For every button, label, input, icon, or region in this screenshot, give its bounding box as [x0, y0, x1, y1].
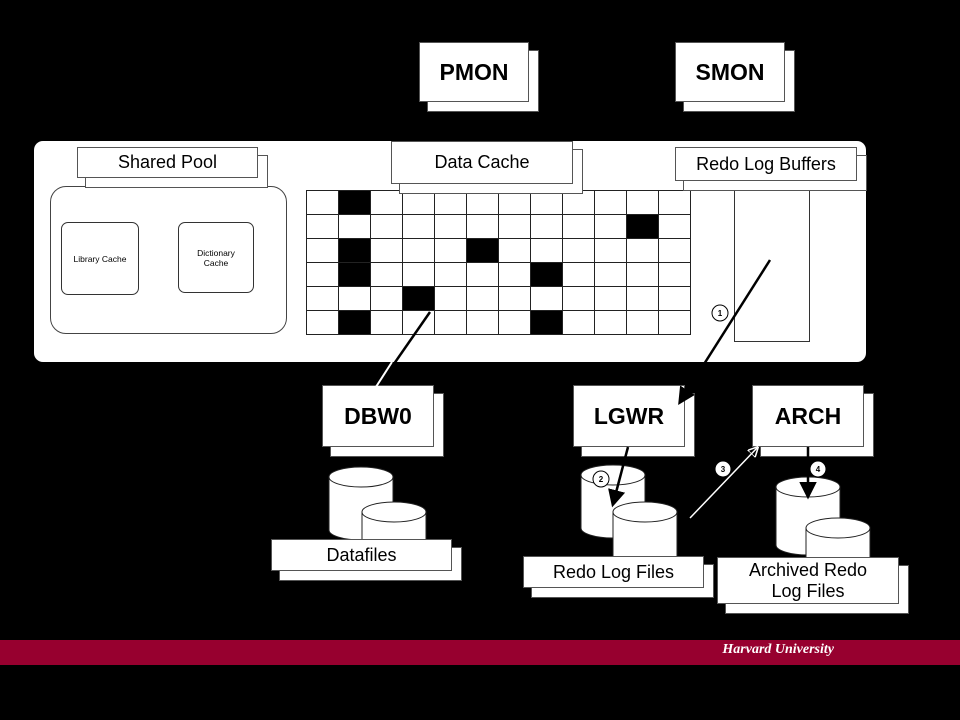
- cache-block: [434, 214, 467, 239]
- smon-box: SMON: [675, 42, 785, 102]
- cache-block: [626, 238, 659, 263]
- dirty-cache-block: [402, 286, 435, 311]
- data-cache-label: Data Cache: [434, 152, 530, 172]
- cache-block: [498, 238, 531, 263]
- redo-log-buffers-label: Redo Log Buffers: [696, 153, 836, 174]
- datafiles-label: Datafiles: [326, 544, 397, 565]
- cache-block: [370, 286, 403, 311]
- step-badge-2: 2: [592, 470, 610, 488]
- cache-block: [626, 262, 659, 287]
- cache-block: [594, 262, 627, 287]
- svg-text:1: 1: [718, 309, 723, 318]
- dictionary-cache: Dictionary Cache: [178, 222, 254, 293]
- cache-block: [306, 262, 339, 287]
- archived-redo-log-files-label: Archived Redo Log Files: [748, 559, 868, 601]
- cache-block: [562, 238, 595, 263]
- cache-block: [434, 310, 467, 335]
- library-cache-label: Library Cache: [73, 253, 127, 264]
- cache-block: [466, 286, 499, 311]
- dirty-cache-block: [338, 190, 371, 215]
- pmon-label: PMON: [439, 58, 509, 85]
- cache-block: [402, 214, 435, 239]
- library-cache: Library Cache: [61, 222, 139, 295]
- cache-block: [434, 190, 467, 215]
- shared-pool-label: Shared Pool: [117, 152, 218, 172]
- data-cache-title: Data Cache: [391, 141, 573, 184]
- cache-block: [306, 310, 339, 335]
- dictionary-cache-label: Dictionary Cache: [197, 247, 235, 268]
- arrow-2: [608, 446, 630, 508]
- dbw0-label: DBW0: [344, 402, 412, 429]
- redo-log-buffers-title: Redo Log Buffers: [675, 147, 857, 181]
- lgwr-box: LGWR: [573, 385, 685, 447]
- cache-block: [562, 286, 595, 311]
- write-arrow-dbw0: [378, 311, 432, 385]
- cache-block: [594, 310, 627, 335]
- smon-label: SMON: [695, 58, 765, 85]
- cache-block: [658, 262, 691, 287]
- datafiles-box: Datafiles: [271, 539, 452, 571]
- cache-block: [626, 310, 659, 335]
- data-cache-grid: [306, 190, 691, 335]
- cache-block: [594, 214, 627, 239]
- archived-redo-log-files-box: Archived Redo Log Files: [717, 557, 899, 604]
- redo-log-files-box: Redo Log Files: [523, 556, 704, 588]
- footer-bar: [0, 640, 960, 665]
- cache-block: [562, 190, 595, 215]
- cache-block: [658, 310, 691, 335]
- cache-block: [370, 214, 403, 239]
- cache-block: [530, 190, 563, 215]
- pmon-box: PMON: [419, 42, 529, 102]
- step-badge-1: 1: [711, 304, 729, 322]
- svg-text:4: 4: [816, 465, 821, 474]
- cache-block: [466, 190, 499, 215]
- redo-log-buffer-column: [734, 183, 810, 342]
- arch-label: ARCH: [774, 402, 842, 429]
- arch-box: ARCH: [752, 385, 864, 447]
- cache-block: [338, 286, 371, 311]
- cache-block: [498, 286, 531, 311]
- cache-block: [658, 214, 691, 239]
- cache-block: [402, 262, 435, 287]
- arrow-1: [678, 259, 772, 405]
- svg-text:2: 2: [599, 475, 604, 484]
- cache-block: [530, 286, 563, 311]
- cache-block: [658, 190, 691, 215]
- cache-block: [402, 190, 435, 215]
- cache-block: [498, 190, 531, 215]
- shared-pool-title: Shared Pool: [77, 147, 258, 178]
- svg-text:3: 3: [721, 465, 726, 474]
- footer-institution: Harvard University: [722, 642, 834, 657]
- cache-block: [658, 238, 691, 263]
- cache-block: [306, 214, 339, 239]
- dbw0-box: DBW0: [322, 385, 434, 447]
- cache-block: [466, 262, 499, 287]
- cache-block: [434, 262, 467, 287]
- cache-block: [370, 310, 403, 335]
- dirty-cache-block: [530, 310, 563, 335]
- cache-block: [626, 190, 659, 215]
- write-arrow-dbw0-tail: [373, 361, 393, 391]
- redo-log-files-label: Redo Log Files: [552, 561, 675, 582]
- step-badge-4: 4: [809, 460, 827, 478]
- arrow-3: [689, 448, 757, 519]
- step-badge-3: 3: [714, 460, 732, 478]
- cache-block: [466, 214, 499, 239]
- lgwr-label: LGWR: [593, 402, 665, 429]
- cache-block: [594, 190, 627, 215]
